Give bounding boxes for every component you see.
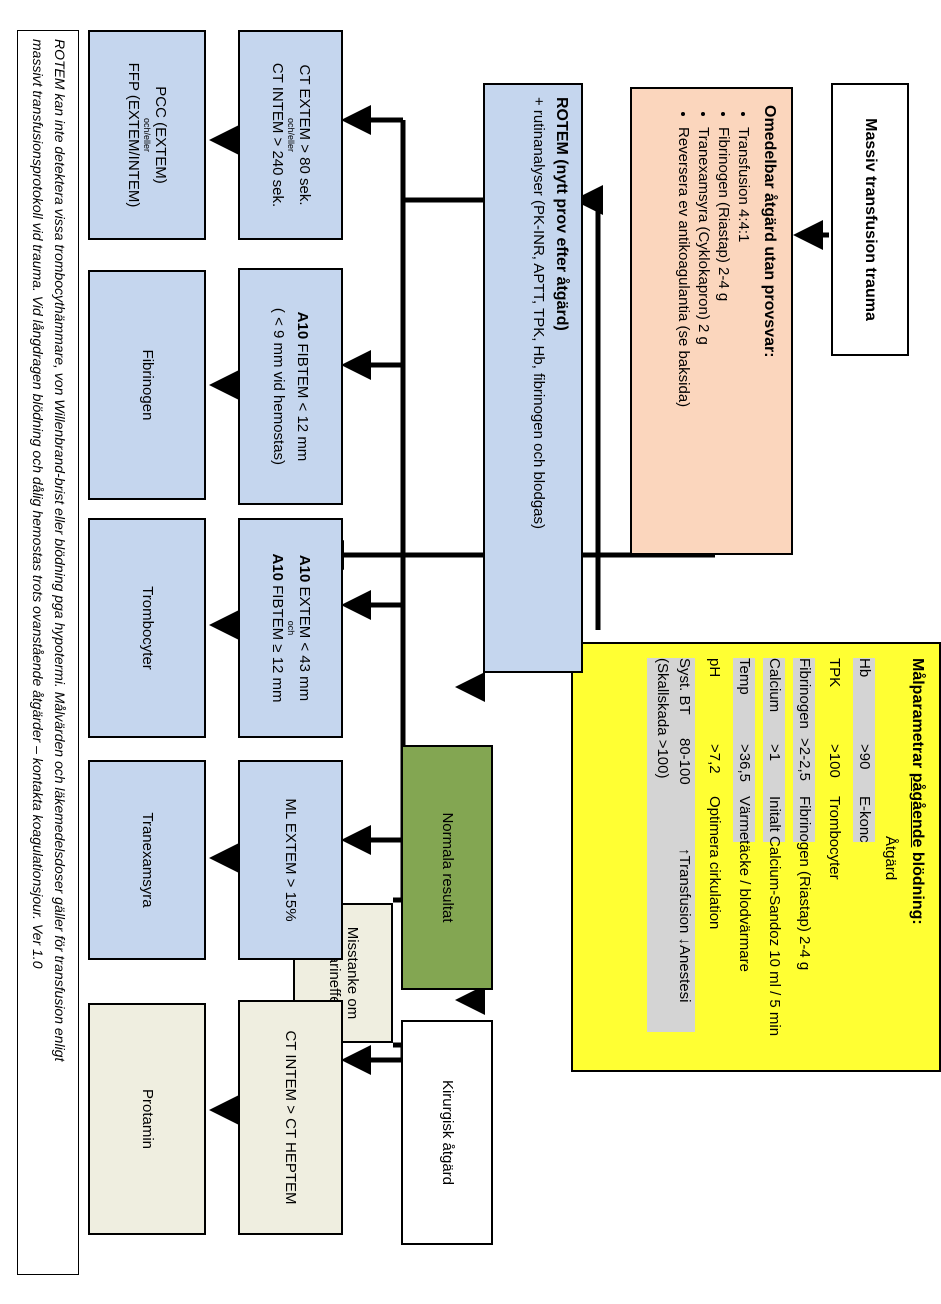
pcc-line1: PCC (EXTEM) bbox=[152, 86, 170, 184]
rotem-subtext: + rutinanalyser (PK-INR, APTT, TPK, Hb, … bbox=[530, 97, 547, 530]
param-action: E-konc bbox=[856, 796, 873, 843]
immediate-item: Tranexamsyra (Cyklokapron) 2 g bbox=[693, 127, 713, 537]
param-name: TPK bbox=[826, 658, 843, 688]
param-name: Temp bbox=[736, 658, 753, 695]
trc-bold2: A10 bbox=[269, 553, 286, 581]
param-value: >100 bbox=[826, 744, 843, 778]
fib-line2: ( < 9 mm vid hemostas) bbox=[270, 307, 288, 466]
footnote-box: ROTEM kan inte detektera vissa trombocyt… bbox=[17, 30, 79, 1275]
arrow-heparin-to-hep bbox=[340, 1042, 406, 1075]
title-text: Massiv transfusion trauma bbox=[862, 118, 879, 321]
surgery-text: Kirurgisk åtgärd bbox=[439, 1079, 456, 1186]
param-action: Trombocyter bbox=[826, 796, 843, 880]
fibrinogen-text: Fibrinogen bbox=[139, 349, 156, 421]
footnote-line1: ROTEM kan inte detektera vissa trombocyt… bbox=[52, 39, 68, 1062]
param-value: >36,5 bbox=[736, 744, 753, 782]
trc-line2: A10 FIBTEM ≥ 12 mm bbox=[268, 553, 286, 702]
action-header: Åtgärd bbox=[882, 836, 899, 881]
param-value: >90 bbox=[856, 744, 873, 770]
param-name: Calcium bbox=[766, 658, 783, 713]
param-action: Initalt Calcium-Sandoz 10 ml / 5 min bbox=[766, 796, 783, 1037]
param-name: Fibrinogen bbox=[796, 658, 813, 729]
criteria-ct-box: CT EXTEM > 80 sek. och/eller CT INTEM > … bbox=[238, 30, 343, 240]
criteria-trombocyter-box: A10 EXTEM < 43 mm och A10 FIBTEM ≥ 12 mm bbox=[238, 518, 343, 738]
param-action: Värmetäcke / blodvärmare bbox=[736, 796, 753, 972]
rotem-heading: ROTEM (nytt prov efter åtgärd) bbox=[553, 97, 570, 331]
criteria-heptem-box: CT INTEM > CT HEPTEM bbox=[238, 1000, 343, 1235]
immediate-item: Fibrinogen (Riastap) 2-4 g bbox=[713, 127, 733, 537]
ct-small: och/eller bbox=[286, 117, 296, 153]
immediate-item: Reversera ev antikoagulantia (se baksida… bbox=[673, 127, 693, 537]
targets-heading-underlined: pågående bbox=[909, 772, 926, 848]
arrow-targets-to-rotem bbox=[572, 185, 603, 630]
surgery-box: Kirurgisk åtgärd bbox=[401, 1020, 493, 1245]
tranexamsyra-text: Tranexamsyra bbox=[139, 812, 156, 908]
criteria-ml-box: ML EXTEM > 15% bbox=[238, 760, 343, 960]
pcc-small: och/eller bbox=[142, 117, 153, 153]
param-row-calcium: Calcium >1 Initalt Calcium-Sandoz 10 ml … bbox=[761, 658, 787, 1056]
targets-heading: Målparametrar pågående blödning: bbox=[907, 658, 927, 925]
param-name: Hb bbox=[856, 658, 873, 678]
ml-text: ML EXTEM > 15% bbox=[282, 798, 300, 922]
ct-line1: CT EXTEM > 80 sek. bbox=[296, 64, 313, 206]
immediate-heading: Omedelbar åtgärd utan provsvar: bbox=[761, 105, 778, 358]
ct-line2: CT INTEM > 240 sek. bbox=[269, 62, 286, 208]
param-row-tpk: TPK >100 Trombocyter bbox=[821, 658, 847, 1056]
treatment-protamin-box: Protamin bbox=[88, 1003, 206, 1235]
param-row-ph: pH >7,2 Optimera cirkulation bbox=[701, 658, 727, 1056]
treatment-trombocyter-box: Trombocyter bbox=[88, 518, 206, 738]
targets-heading-post: blödning: bbox=[909, 847, 926, 925]
param-row-hb: Hb >90 E-konc bbox=[851, 658, 877, 1056]
fib-line1-text: FIBTEM < 12 mm bbox=[294, 339, 312, 462]
footnote-line2: massivt transfusionsprotokoll vid trauma… bbox=[30, 39, 46, 969]
param-row-fibrinogen: Fibrinogen >2-2,5 Fibrinogen (Riastap) 2… bbox=[791, 658, 817, 1056]
treatment-pcc-box: PCC (EXTEM) och/eller FFP (EXTEM/INTEM) bbox=[88, 30, 206, 240]
immediate-action-box: Omedelbar åtgärd utan provsvar: Transfus… bbox=[630, 87, 793, 555]
fib-bold: A10 bbox=[294, 311, 312, 340]
param-name: (Skallskada >100) bbox=[654, 658, 671, 779]
protamin-text: Protamin bbox=[139, 1088, 156, 1150]
normal-results-box: Normala resultat bbox=[401, 745, 493, 990]
param-action: Fibrinogen (Riastap) 2-4 g bbox=[796, 796, 813, 971]
fib-line1: A10 FIBTEM < 12 mm bbox=[294, 312, 312, 462]
immediate-list: Transfusion 4:4:1 Fibrinogen (Riastap) 2… bbox=[673, 105, 753, 537]
targets-heading-pre: Målparametrar bbox=[909, 658, 926, 773]
immediate-item: Transfusion 4:4:1 bbox=[733, 127, 753, 537]
target-parameters-box: Målparametrar pågående blödning: Åtgärd … bbox=[571, 642, 941, 1072]
param-row-skallskada: (Skallskada >100) bbox=[649, 658, 675, 1056]
trc-line1-text: EXTEM < 43 mm bbox=[296, 582, 313, 702]
title-box: Massiv transfusion trauma bbox=[831, 83, 909, 356]
treatment-tranexamsyra-box: Tranexamsyra bbox=[88, 760, 206, 960]
pcc-line2: FFP (EXTEM/INTEM) bbox=[125, 62, 143, 208]
param-row-temp: Temp >36,5 Värmetäcke / blodvärmare bbox=[731, 658, 757, 1056]
trc-small: och bbox=[286, 620, 296, 636]
hep-text: CT INTEM > CT HEPTEM bbox=[282, 1030, 300, 1205]
param-value: >2-2,5 bbox=[796, 738, 813, 781]
trc-bold1: A10 bbox=[296, 554, 313, 583]
trc-line2-text: FIBTEM ≥ 12 mm bbox=[269, 580, 286, 703]
trombocyter-text: Trombocyter bbox=[139, 586, 156, 670]
param-name: pH bbox=[706, 658, 723, 678]
rotem-box: ROTEM (nytt prov efter åtgärd) + rutinan… bbox=[483, 83, 583, 673]
normal-results-text: Normala resultat bbox=[439, 812, 456, 923]
param-value: >7,2 bbox=[706, 744, 723, 774]
param-action: Optimera cirkulation bbox=[706, 796, 723, 930]
treatment-fibrinogen-box: Fibrinogen bbox=[88, 270, 206, 500]
trc-line1: A10 EXTEM < 43 mm bbox=[295, 555, 313, 701]
param-value: >1 bbox=[766, 744, 783, 762]
criteria-fibtem-box: A10 FIBTEM < 12 mm ( < 9 mm vid hemostas… bbox=[238, 268, 343, 505]
